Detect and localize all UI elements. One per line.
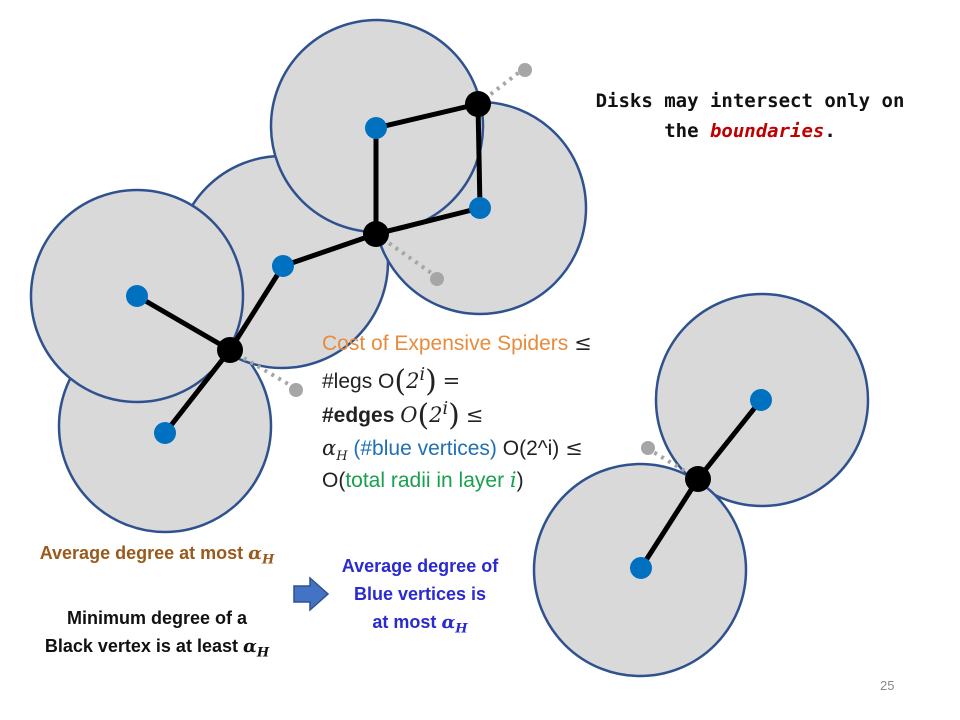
page-number: 25 <box>880 678 895 693</box>
o-two-i: O(2^i) <box>502 437 560 460</box>
alpha-symbol: α <box>441 612 456 633</box>
cost-line-3: #edges O(2i) ≤ <box>322 398 484 433</box>
cost-line-5: O(total radii in layer i) <box>322 468 524 493</box>
black-vertex <box>465 91 491 117</box>
edges-label: #edges <box>322 404 395 427</box>
layer-index: i <box>509 468 517 492</box>
blue-vertex <box>469 197 491 219</box>
alpha-subscript: H <box>262 552 275 568</box>
leg-end-dot <box>289 383 303 397</box>
note-line-2: the boundaries. <box>560 116 940 146</box>
blue-vertex <box>365 117 387 139</box>
leq-symbol: ≤ <box>574 331 592 355</box>
total-radii-label: total radii in layer <box>345 469 505 492</box>
cost-line-4: αH (#blue vertices) O(2^i) ≤ <box>322 436 583 464</box>
edge <box>375 205 481 237</box>
cost-line-1: Cost of Expensive Spiders ≤ <box>322 331 592 356</box>
edges <box>135 101 763 570</box>
black-vertex <box>363 221 389 247</box>
o-close: ) <box>516 469 524 492</box>
alpha-subscript: H <box>336 449 348 465</box>
dashed-leg-ends <box>289 63 655 455</box>
base-two: 2 <box>429 403 443 427</box>
black-vertex <box>217 337 243 363</box>
leq-symbol: ≤ <box>465 403 484 427</box>
leq-symbol: ≤ <box>565 436 583 460</box>
implication-arrow <box>293 576 330 612</box>
edge <box>375 101 479 131</box>
minimum-degree-caption: Minimum degree of a Black vertex is at l… <box>12 604 302 668</box>
alpha-subscript: H <box>256 645 270 661</box>
leg-end-dot <box>641 441 655 455</box>
edge <box>135 293 232 353</box>
cost-line-2: #legs O(2i) = <box>322 364 461 399</box>
note-prefix: the <box>664 120 710 142</box>
base-two: 2 <box>406 369 420 393</box>
legs-label: #legs O <box>322 370 395 393</box>
note-suffix: . <box>824 120 836 142</box>
o-open: O( <box>322 469 346 492</box>
edge <box>163 348 232 435</box>
alpha-symbol: α <box>322 436 337 460</box>
edge <box>227 264 286 352</box>
at-most-text: at most <box>372 612 437 632</box>
alpha-subscript: H <box>455 621 468 637</box>
blue-avg-line-2: Blue vertices is <box>353 584 487 604</box>
black-vertices <box>217 91 711 492</box>
min-degree-line-2: Black vertex is at least αH <box>12 632 302 668</box>
edge <box>475 103 483 209</box>
min-degree-line-1: Minimum degree of a <box>66 608 248 628</box>
big-o: O <box>400 403 418 427</box>
min-degree-text: Black vertex is at least <box>44 636 238 656</box>
cost-title: Cost of Expensive Spiders <box>322 332 569 355</box>
leg-end-dot <box>430 272 444 286</box>
alpha-symbol: α <box>242 636 257 657</box>
blue-vertices <box>126 117 772 579</box>
average-degree-caption: Average degree at most αH <box>12 543 302 568</box>
edge <box>282 231 377 269</box>
boundary-note: Disks may intersect only on the boundari… <box>560 86 940 146</box>
blue-vertices-label: (#blue vertices) <box>353 437 497 460</box>
alpha-symbol: α <box>248 543 262 564</box>
average-degree-text: Average degree at most <box>39 543 244 563</box>
note-emphasis: boundaries <box>709 120 825 142</box>
exponent-i: i <box>419 365 426 385</box>
edge <box>696 398 763 481</box>
blue-vertex <box>154 422 176 444</box>
edge <box>638 477 701 570</box>
note-line-1: Disks may intersect only on <box>595 90 905 112</box>
blue-vertex <box>272 255 294 277</box>
blue-avg-line-1: Average degree of <box>341 556 499 576</box>
equals-symbol: = <box>442 369 461 393</box>
blue-vertex <box>750 389 772 411</box>
blue-vertex <box>630 557 652 579</box>
exponent-i: i <box>442 399 449 419</box>
blue-average-degree-caption: Average degree of Blue vertices is at mo… <box>310 552 530 644</box>
blue-vertex <box>126 285 148 307</box>
leg-end-dot <box>518 63 532 77</box>
black-vertex <box>685 466 711 492</box>
blue-avg-line-3: at most αH <box>310 608 530 644</box>
